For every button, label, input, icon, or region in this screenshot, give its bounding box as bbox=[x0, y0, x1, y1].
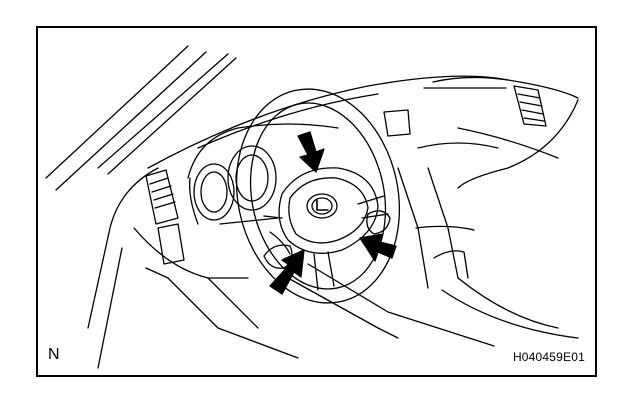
press-arrow-top bbox=[297, 131, 325, 173]
steering-column bbox=[287, 263, 495, 347]
steering-wheel bbox=[235, 88, 401, 304]
press-arrow-icon bbox=[359, 233, 397, 262]
press-arrow-bottom bbox=[269, 249, 305, 295]
press-arrow-icon bbox=[297, 131, 325, 173]
press-arrow-right bbox=[359, 233, 397, 262]
steering-wheel-illustration bbox=[45, 45, 579, 369]
view-label: N bbox=[48, 346, 60, 363]
lexus-emblem-icon bbox=[306, 193, 338, 219]
figure-code: H040459E01 bbox=[512, 350, 585, 364]
windshield-pillar bbox=[45, 45, 237, 369]
illustration-frame: N H040459E01 bbox=[36, 26, 597, 377]
press-arrow-icon bbox=[269, 249, 305, 295]
airbag-pad bbox=[278, 167, 379, 254]
dashboard-outline bbox=[133, 75, 579, 359]
